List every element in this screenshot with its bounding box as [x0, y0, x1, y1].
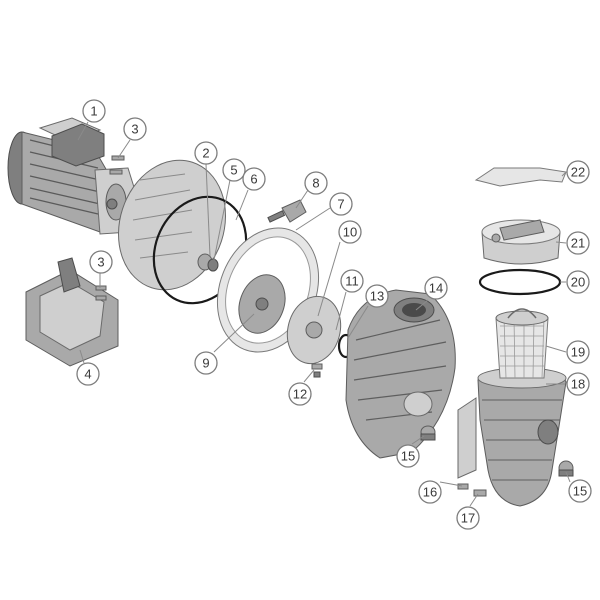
svg-text:6: 6 — [250, 172, 257, 187]
callout-17: 17 — [456, 506, 480, 530]
svg-text:12: 12 — [293, 387, 307, 402]
callout-4: 4 — [76, 362, 100, 386]
callout-20: 20 — [566, 270, 590, 294]
callout-10: 10 — [338, 220, 362, 244]
motor-support — [25, 257, 119, 367]
callout-12: 12 — [288, 382, 312, 406]
svg-text:15: 15 — [401, 449, 415, 464]
callout-13: 13 — [365, 284, 389, 308]
svg-text:3: 3 — [131, 122, 138, 137]
strainer-basket — [495, 308, 549, 379]
callout-2: 2 — [194, 141, 218, 165]
svg-text:18: 18 — [571, 377, 585, 392]
svg-text:10: 10 — [343, 225, 357, 240]
svg-text:4: 4 — [84, 367, 91, 382]
prefilter-lid — [481, 219, 561, 265]
svg-text:5: 5 — [230, 163, 237, 178]
svg-text:15: 15 — [573, 484, 587, 499]
svg-text:14: 14 — [429, 281, 443, 296]
diffuser-screw — [311, 363, 323, 378]
callout-1: 1 — [82, 99, 106, 123]
svg-text:21: 21 — [571, 236, 585, 251]
mechanical-seal — [197, 253, 219, 272]
callout-5: 5 — [222, 158, 246, 182]
svg-text:11: 11 — [345, 274, 359, 289]
callout-7: 7 — [329, 192, 353, 216]
callout-3a: 3 — [123, 117, 147, 141]
callout-9: 9 — [194, 351, 218, 375]
callout-16: 16 — [418, 480, 442, 504]
svg-text:7: 7 — [337, 197, 344, 212]
lid-o-ring — [478, 268, 562, 296]
svg-text:3: 3 — [97, 255, 104, 270]
leader-lines — [77, 121, 571, 507]
impeller — [238, 274, 286, 334]
svg-text:2: 2 — [202, 146, 209, 161]
prefilter-body — [457, 367, 567, 507]
body-screws — [457, 483, 487, 497]
callout-15a: 15 — [396, 444, 420, 468]
diffuser — [286, 295, 342, 365]
callout-22: 22 — [566, 160, 590, 184]
callout-19: 19 — [566, 340, 590, 364]
callout-15b: 15 — [568, 479, 592, 503]
callout-3b: 3 — [89, 250, 113, 274]
svg-text:19: 19 — [571, 345, 585, 360]
drain-plug — [267, 199, 307, 223]
svg-text:8: 8 — [312, 176, 319, 191]
motor — [7, 117, 139, 235]
lid-key — [474, 167, 567, 187]
svg-text:16: 16 — [423, 485, 437, 500]
svg-text:13: 13 — [370, 289, 384, 304]
callout-8: 8 — [304, 171, 328, 195]
callout-6: 6 — [242, 167, 266, 191]
svg-text:20: 20 — [571, 275, 585, 290]
svg-text:22: 22 — [571, 165, 585, 180]
svg-text:1: 1 — [90, 104, 97, 119]
callout-14: 14 — [424, 276, 448, 300]
support-screws — [95, 285, 107, 301]
callout-18: 18 — [566, 372, 590, 396]
callout-21: 21 — [566, 231, 590, 255]
motor-bolts — [109, 155, 125, 175]
drain-plug-left — [420, 425, 436, 441]
callout-11: 11 — [340, 269, 364, 293]
svg-text:9: 9 — [202, 356, 209, 371]
svg-text:17: 17 — [461, 511, 475, 526]
drain-plug-right — [558, 460, 574, 477]
